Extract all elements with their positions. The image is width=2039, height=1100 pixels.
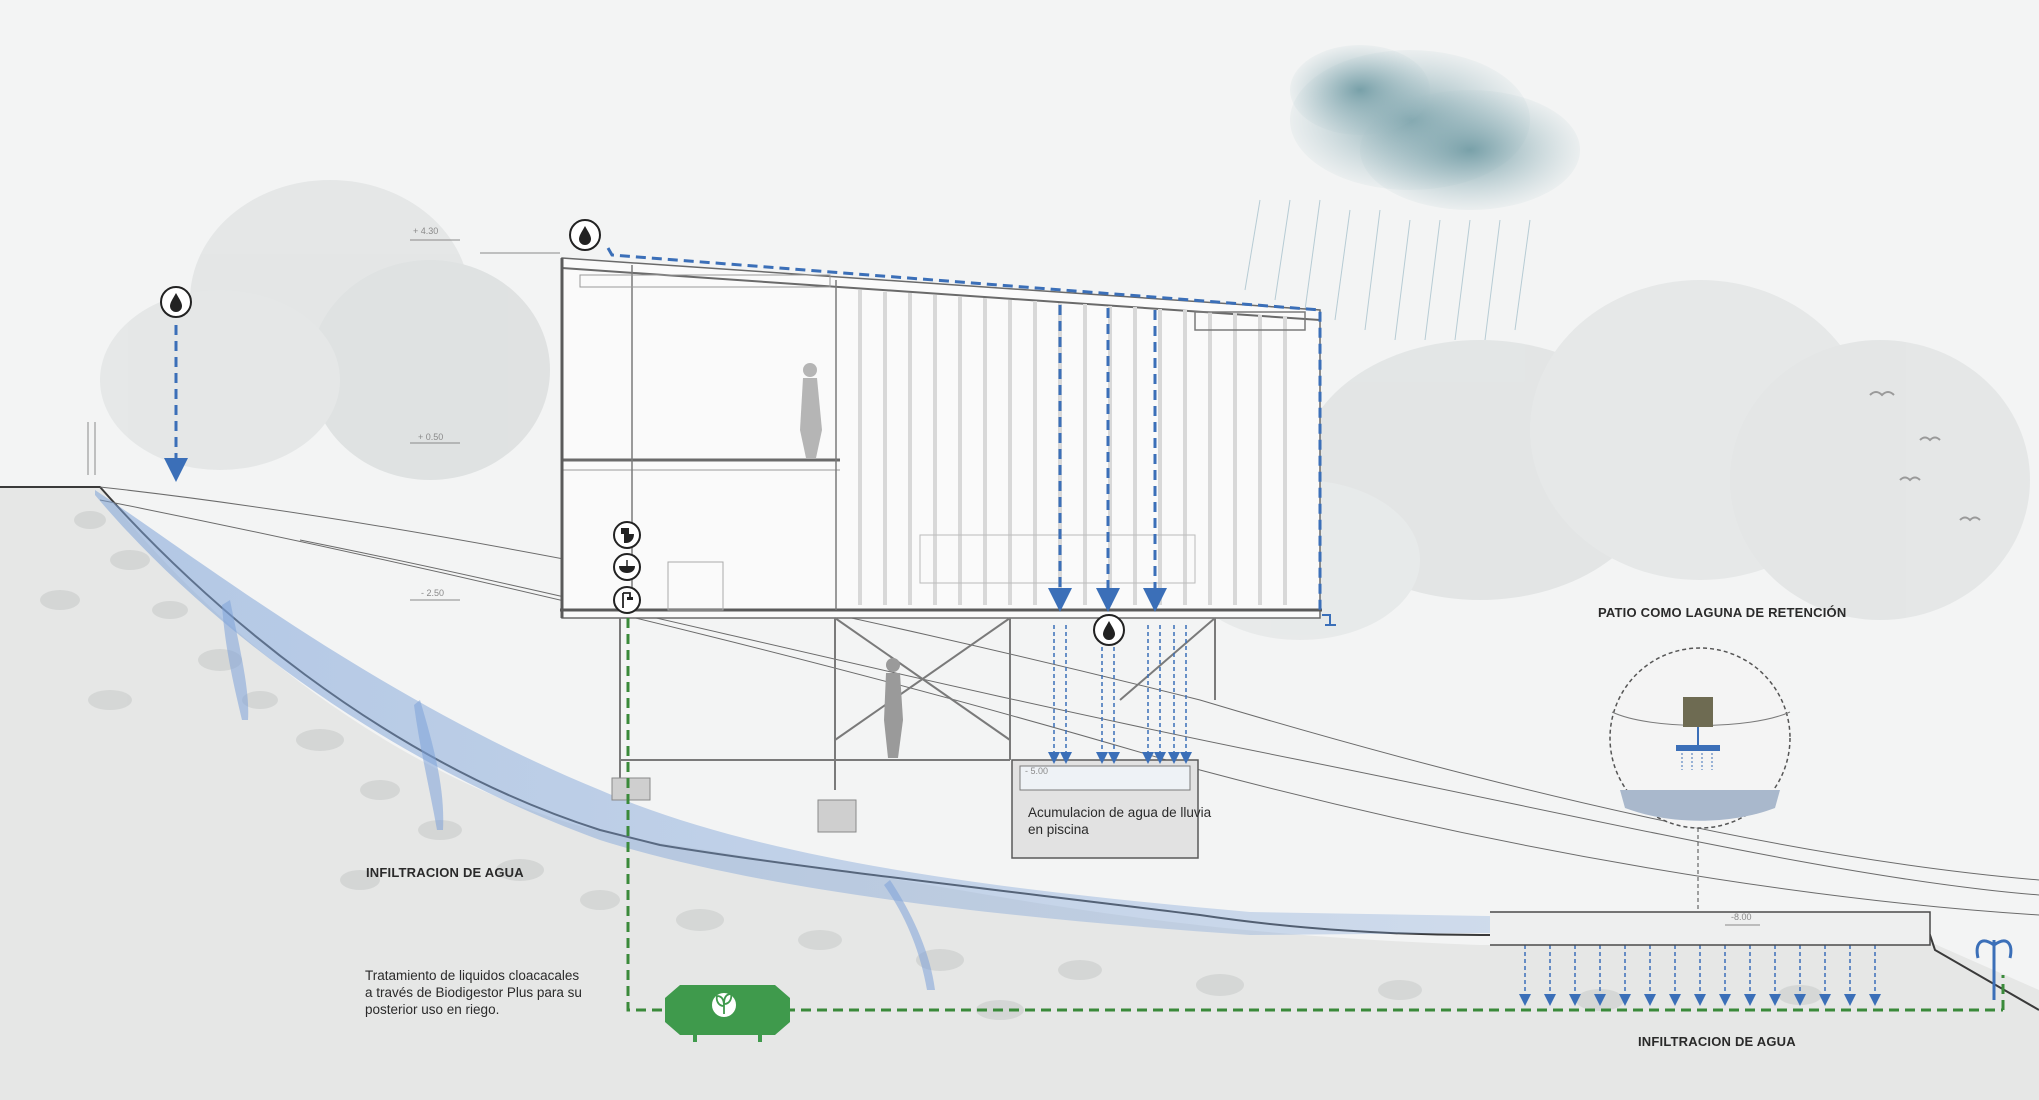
level-label-pool: - 5.00 — [1025, 766, 1049, 776]
leaf-icon — [710, 991, 738, 1019]
infiltration-label-left: INFILTRACION DE AGUA — [366, 865, 524, 880]
biodigestor-caption-line: a través de Biodigestor Plus para su — [365, 985, 582, 1000]
rain-streaks — [1244, 199, 1531, 341]
foundation-block — [817, 799, 857, 833]
pool-caption: Acumulacion de agua de lluvia en piscina — [1028, 804, 1211, 838]
birds — [1869, 391, 1981, 522]
infiltration-label-right: INFILTRACION DE AGUA — [1638, 1034, 1796, 1049]
foundation-block — [611, 777, 651, 801]
rainwater-pool — [1011, 759, 1199, 859]
infiltration-arrows-right — [1519, 945, 1881, 1006]
retention-detail-circle — [1609, 647, 1791, 910]
rainwater-pipes — [164, 247, 1322, 612]
biodigestor-caption: Tratamiento de liquidos cloacacales a tr… — [365, 967, 582, 1018]
person-silhouette-lower — [884, 658, 903, 758]
house-section — [560, 257, 1322, 619]
ground-mass — [0, 487, 2039, 1100]
sewage-line — [626, 618, 2005, 1012]
water-drop-icon — [569, 219, 601, 251]
gravel-stones — [40, 511, 1822, 1020]
level-label-mid: + 0.50 — [418, 432, 444, 442]
biodigestor-caption-line: Tratamiento de liquidos cloacacales — [365, 968, 580, 983]
pool-caption-line: en piscina — [1028, 822, 1089, 837]
biodigestor-caption-line: posterior uso en riego. — [365, 1002, 500, 1017]
level-markers — [87, 239, 1760, 926]
infiltration-plumes — [222, 600, 935, 990]
shower-icon — [613, 586, 641, 614]
rain-cloud-icon — [1290, 45, 1580, 210]
level-label-top: + 4.30 — [413, 226, 439, 236]
pool-caption-line: Acumulacion de agua de lluvia — [1028, 805, 1212, 820]
person-silhouette — [800, 363, 822, 458]
toilet-icon — [613, 521, 641, 549]
level-label-low: - 2.50 — [421, 588, 445, 598]
water-drop-icon — [1093, 614, 1125, 646]
faucet-icon — [1322, 614, 1336, 626]
water-drop-icon — [160, 286, 192, 318]
sprinkler-icon — [1975, 939, 2013, 1000]
retention-patio-label: PATIO COMO LAGUNA DE RETENCIÓN — [1598, 605, 1847, 620]
house-stilts — [619, 617, 1216, 790]
level-label-bottom: -8.00 — [1731, 912, 1752, 922]
rainwater-into-pool — [1048, 625, 1192, 764]
retention-basin — [1490, 911, 1931, 946]
sink-icon — [613, 553, 641, 581]
